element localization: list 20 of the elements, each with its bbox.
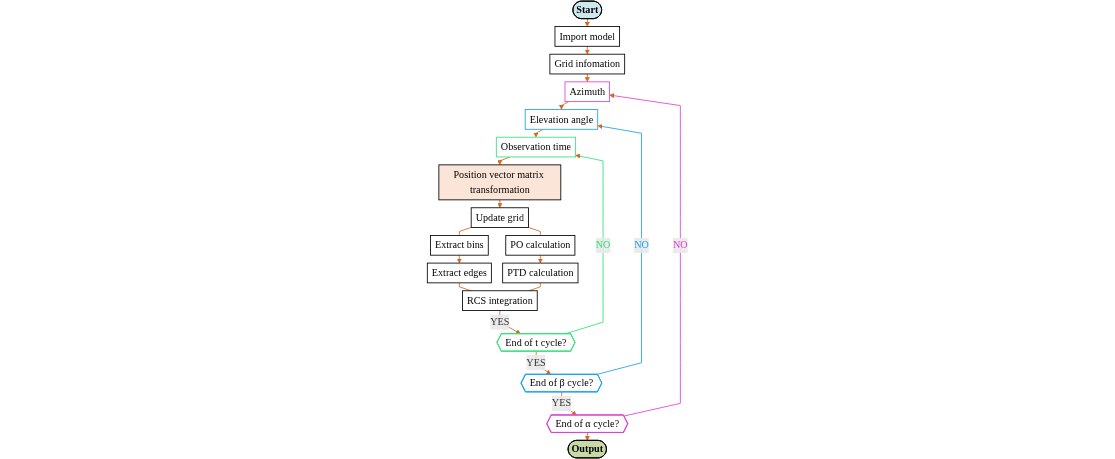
node-box: Import model bbox=[554, 26, 621, 47]
edge-label: YES bbox=[526, 356, 546, 369]
edge-label: NO bbox=[595, 239, 611, 251]
node-box: Elevation angle bbox=[524, 109, 599, 130]
node-box: PO calculation bbox=[505, 235, 576, 256]
node-box: Update grid bbox=[470, 207, 529, 228]
node-box: Grid infomation bbox=[549, 53, 626, 75]
connector bbox=[458, 227, 472, 236]
node-box: Observation time bbox=[495, 136, 577, 158]
node-box: Extract edges bbox=[426, 262, 492, 284]
node-box: RCS integration bbox=[462, 290, 538, 311]
edge-label: YES bbox=[490, 316, 510, 328]
edge-label: NO bbox=[673, 239, 688, 251]
node-box: Azimuth bbox=[564, 81, 610, 103]
node-box: Extract bins bbox=[430, 235, 489, 256]
node-box: Position vector matrix transformation bbox=[438, 164, 562, 201]
connector bbox=[528, 227, 541, 236]
edge-label: NO bbox=[634, 239, 649, 251]
node-box: PTD calculation bbox=[502, 262, 579, 284]
edge-label: YES bbox=[551, 397, 572, 409]
